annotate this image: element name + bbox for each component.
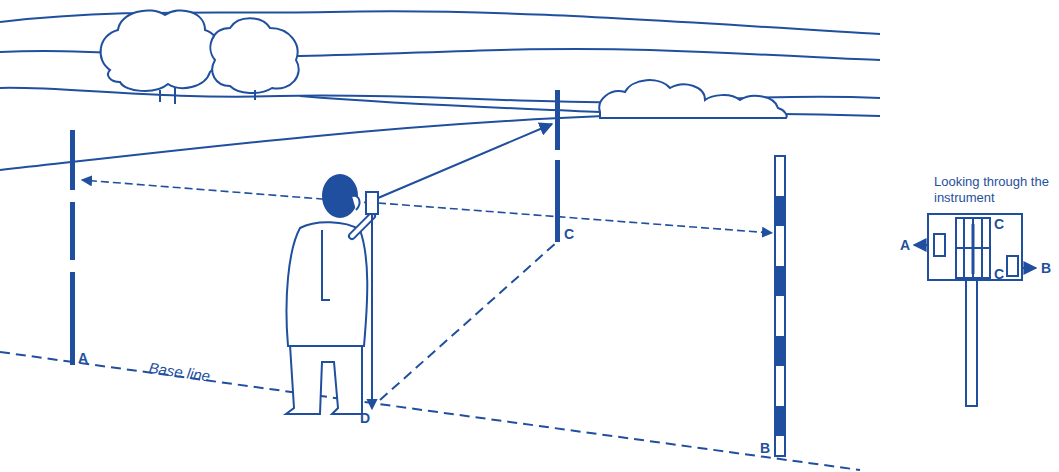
arm xyxy=(322,230,330,300)
pole-label: C xyxy=(564,226,574,242)
optical-square xyxy=(366,192,378,214)
line-label: Base line xyxy=(148,360,211,384)
ground-lines xyxy=(0,242,860,470)
trees xyxy=(101,10,787,118)
pole-a-image xyxy=(934,234,945,256)
point-label: D xyxy=(360,410,370,426)
ear xyxy=(352,196,359,210)
inset-arrow xyxy=(914,244,928,246)
offset-line xyxy=(380,242,557,400)
legs xyxy=(286,345,362,414)
inset-grid xyxy=(956,218,990,278)
pole-image xyxy=(972,224,975,274)
inset-pole-label: C xyxy=(994,266,1004,282)
surveyor xyxy=(286,175,378,414)
pole-label: A xyxy=(78,350,88,366)
tree xyxy=(210,18,298,93)
pole-b-image xyxy=(1007,256,1018,276)
inset-window xyxy=(956,218,990,278)
sight-line xyxy=(378,203,772,233)
arm xyxy=(352,216,372,236)
inset-pole-label: A xyxy=(900,237,910,253)
staff-point xyxy=(368,400,376,408)
tree xyxy=(599,80,786,118)
instrument-staff xyxy=(371,205,373,402)
base-line xyxy=(0,352,860,470)
inset-arrow xyxy=(1022,267,1036,269)
torso xyxy=(287,222,368,346)
instrument-view xyxy=(914,214,1036,406)
sight-lines xyxy=(82,180,772,233)
landscape xyxy=(0,11,880,170)
inset-pole-label: C xyxy=(994,216,1004,232)
ranging-pole-a xyxy=(70,130,75,365)
ranging-pole-b xyxy=(775,156,785,456)
head xyxy=(323,175,357,217)
pole-label: B xyxy=(760,440,770,456)
tree-trunk xyxy=(160,88,255,104)
tree xyxy=(101,10,220,91)
inset-frame xyxy=(928,214,1022,280)
inset-pole-label: B xyxy=(1041,260,1051,276)
inset-caption: Looking through the instrument xyxy=(934,174,1056,206)
field-line xyxy=(0,114,880,170)
inset-post xyxy=(966,280,977,406)
ranging-pole-c xyxy=(555,90,560,242)
sight-line xyxy=(378,124,552,198)
